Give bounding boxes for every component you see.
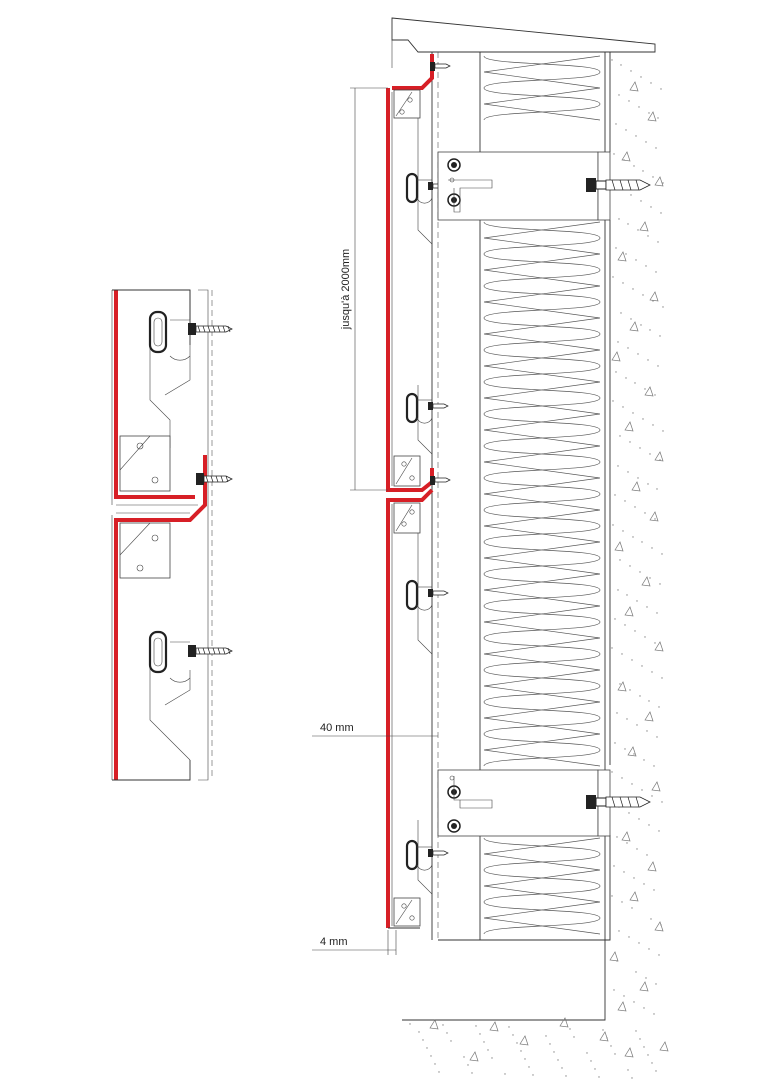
panel-clip <box>405 839 449 871</box>
lower-cladding-panel <box>386 488 434 928</box>
panel-clip <box>405 172 449 204</box>
hook-plate <box>393 89 421 119</box>
detail-hook-plate-upper <box>119 435 171 492</box>
screw-icon <box>428 402 449 410</box>
detail-screw-icon <box>188 323 233 335</box>
thickness-dimension: 4 mm <box>312 930 397 955</box>
top-flashing <box>392 54 434 90</box>
thickness-label: 4 mm <box>320 936 348 948</box>
screw-icon <box>428 589 449 597</box>
anchor-bolt-icon <box>586 178 651 192</box>
wall-bracket-lower <box>437 769 651 837</box>
hook-plate <box>393 897 421 927</box>
wall-bracket-upper <box>437 151 651 221</box>
detail-view <box>111 289 233 781</box>
anchor-bolt-icon <box>586 795 651 809</box>
detail-joint-profile <box>114 455 207 780</box>
screw-icon <box>430 476 451 485</box>
screw-icon <box>428 849 449 857</box>
panel-clip <box>405 579 449 611</box>
detail-hook-plate-lower <box>119 522 171 579</box>
gap-label: 40 mm <box>320 722 354 734</box>
height-label: jusqu'à 2000mm <box>340 249 352 330</box>
concrete-texture <box>409 59 669 1079</box>
height-dimension: jusqu'à 2000mm <box>340 87 388 491</box>
detail-screw-icon <box>188 645 233 657</box>
panel-clip <box>405 392 449 424</box>
concrete-wall <box>402 52 611 1021</box>
detail-upper-panel <box>114 290 195 499</box>
hook-plate <box>393 455 421 487</box>
main-section: jusqu'à 2000mm 40 mm 4 mm <box>312 17 669 1079</box>
roof-coping <box>391 17 656 53</box>
hook-plate <box>393 502 421 534</box>
detail-screw-icon <box>196 473 233 485</box>
gap-dimension: 40 mm <box>312 722 438 737</box>
screw-icon <box>430 62 451 71</box>
upper-cladding-panel <box>386 88 434 492</box>
insulation-layer <box>483 55 601 935</box>
